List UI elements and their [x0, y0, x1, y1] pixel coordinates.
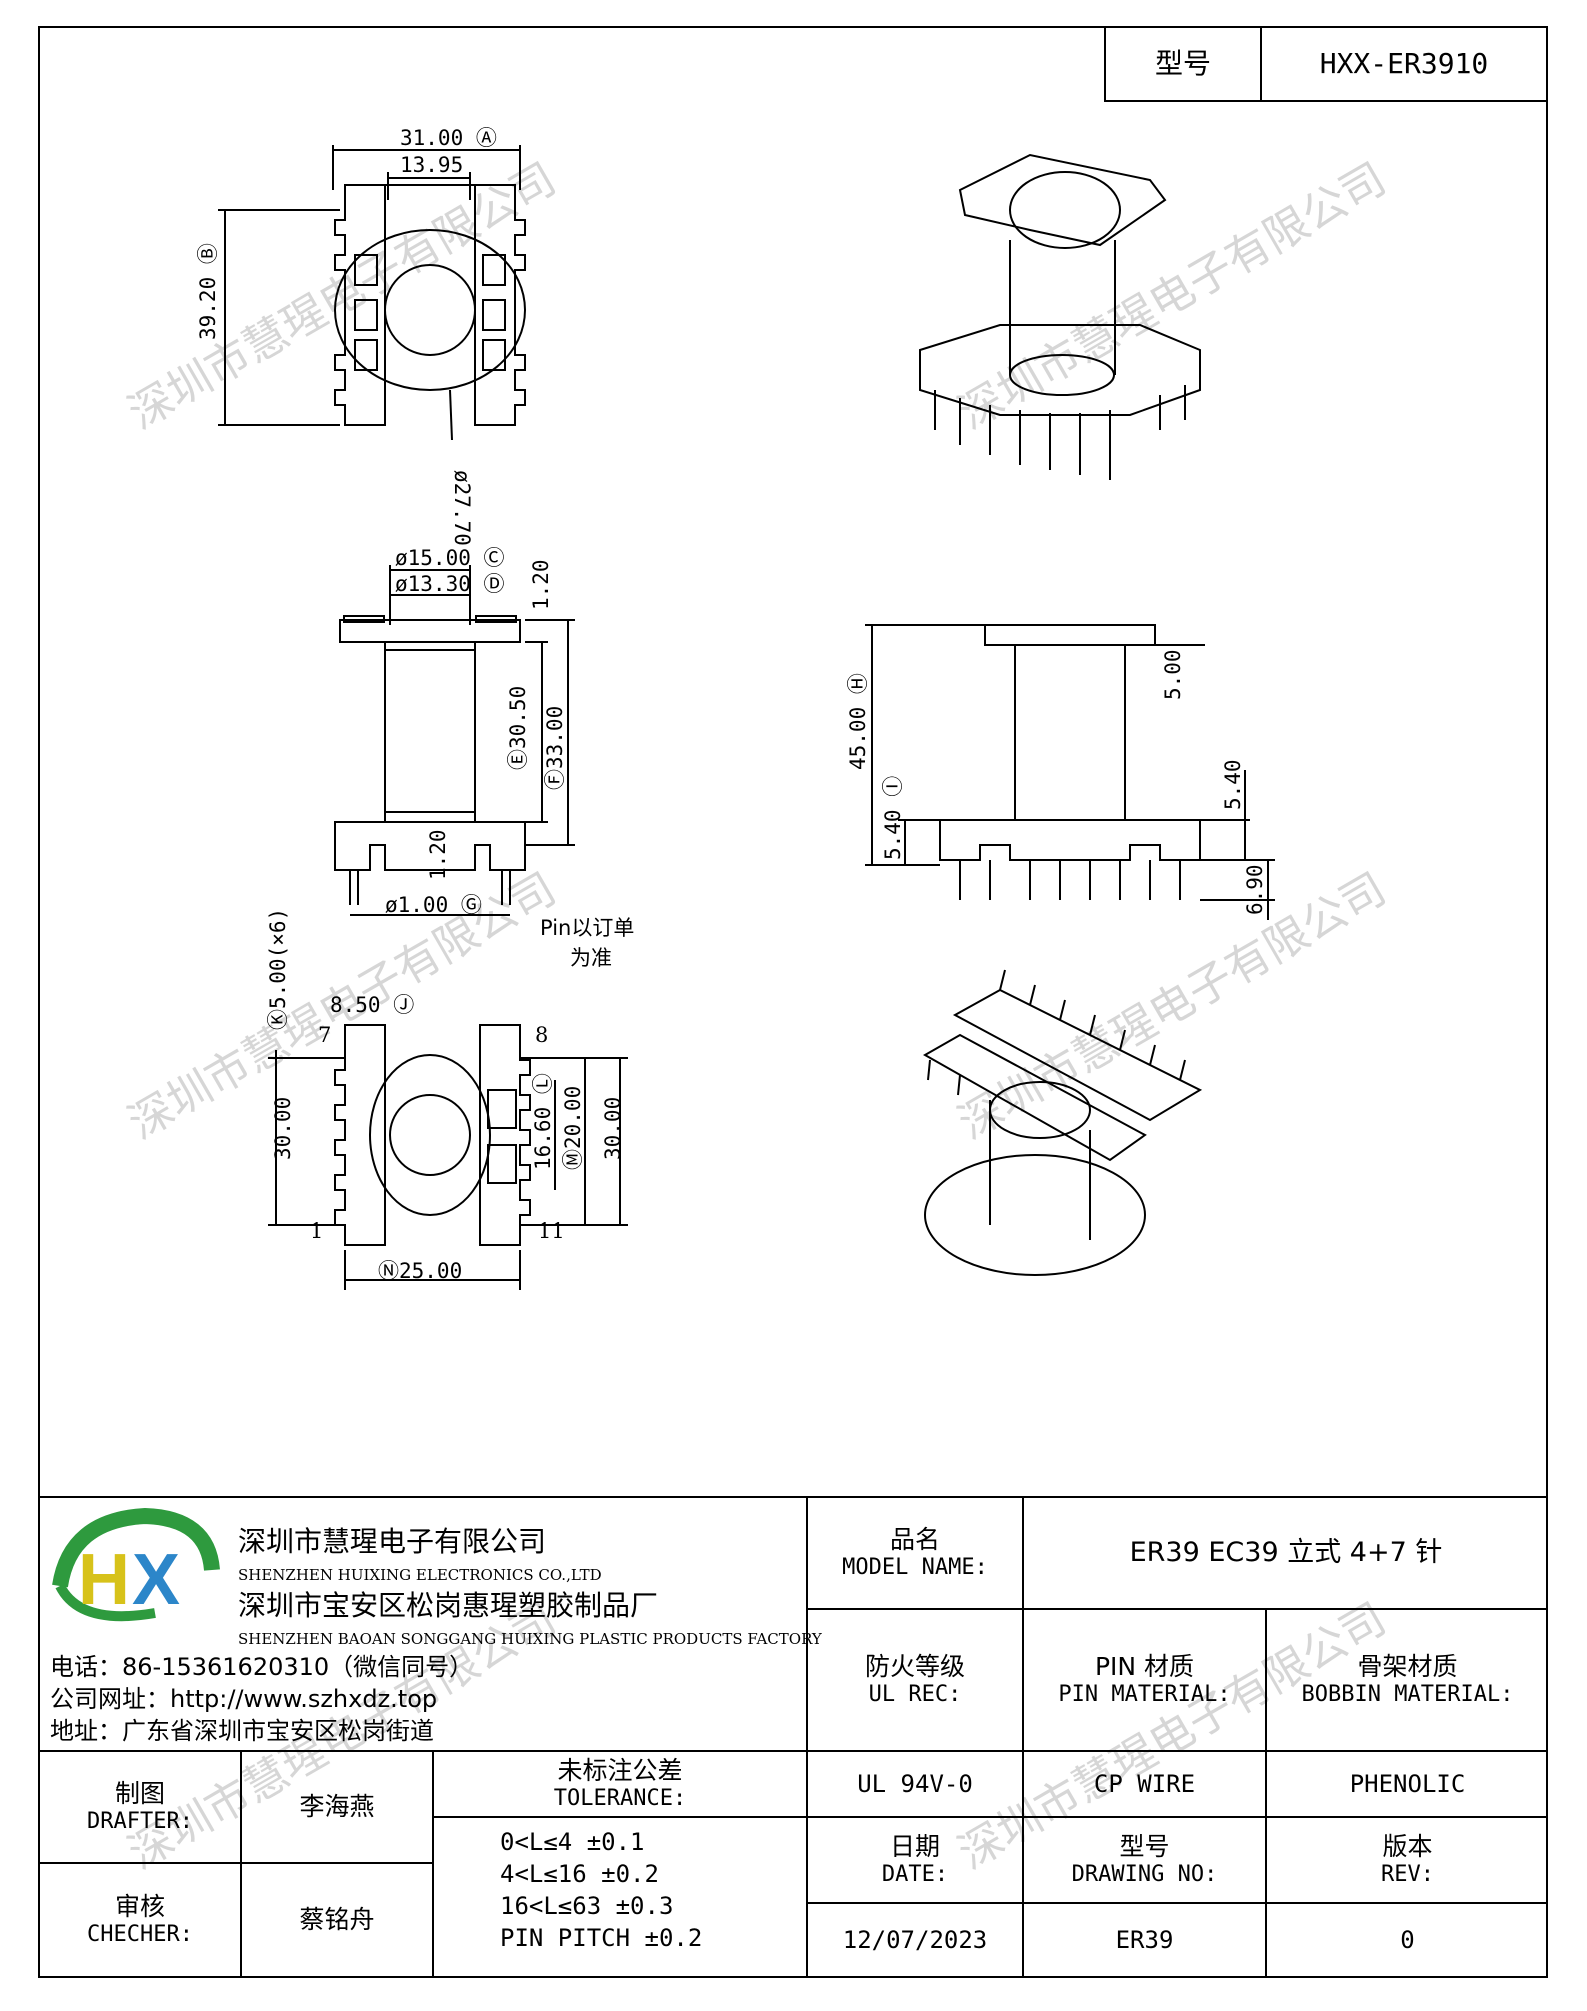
watermark-text: 深圳市慧瑆电子有限公司	[120, 153, 565, 439]
model-name-cn: 品名	[889, 1524, 940, 1554]
drafter-cn: 制图	[114, 1778, 165, 1808]
header-line	[1104, 26, 1548, 28]
iso-view-top	[919, 153, 1201, 480]
tolerance-cn: 未标注公差	[557, 1755, 683, 1785]
dim-bottom-left: 30.00	[271, 1097, 295, 1160]
side-view	[334, 565, 575, 916]
tolerance-line: PIN PITCH ±0.2	[500, 1924, 703, 1952]
tolerance-line: 0<L≤4 ±0.1	[500, 1828, 645, 1856]
bottom-view	[268, 1024, 628, 1290]
dim-front-top: 5.00	[1161, 649, 1185, 700]
bobbin-material-value: PHENOLIC	[1349, 1769, 1466, 1798]
model-name-value: ER39 EC39 立式 4+7 针	[1129, 1536, 1443, 1568]
drawing-no-label: 型号 DRAWING NO:	[1024, 1818, 1265, 1902]
date-value: 12/07/2023	[842, 1925, 988, 1954]
company-website: 公司网址：http://www.szhxdz.top	[50, 1685, 438, 1713]
drawing-frame	[38, 26, 1548, 1978]
drafter-en: DRAFTER:	[87, 1808, 193, 1834]
drawing-no-en: DRAWING NO:	[1071, 1861, 1218, 1887]
checker-name: 蔡铭舟	[299, 1905, 375, 1934]
dim-side-d1: ø15.00 Ⓒ	[395, 546, 505, 570]
side-note: 为准	[570, 946, 612, 970]
drawing-no-value: ER39	[1115, 1925, 1174, 1954]
date-label: 日期 DATE:	[808, 1818, 1022, 1902]
company-name-cn: 深圳市慧瑆电子有限公司	[238, 1525, 547, 1558]
svg-text:X: X	[132, 1540, 180, 1620]
factory-name-en: SHENZHEN BAOAN SONGGANG HUIXING PLASTIC …	[238, 1630, 822, 1648]
company-name-en: SHENZHEN HUIXING ELECTRONICS CO.,LTD	[238, 1566, 602, 1584]
bobbin-material-cn: 骨架材质	[1357, 1651, 1458, 1681]
checker-label: 审核 CHECHER:	[40, 1864, 240, 1976]
header-model-label: 型号	[1154, 47, 1211, 81]
pin-label: 8	[535, 1023, 548, 1047]
dim-top-inner: 13.95	[400, 153, 463, 177]
drafter-label: 制图 DRAFTER:	[40, 1752, 240, 1862]
dim-side-top: 1.20	[529, 559, 553, 610]
date-en: DATE:	[881, 1861, 949, 1887]
rev-cn: 版本	[1382, 1831, 1433, 1861]
ul-rec-value: UL 94V-0	[857, 1769, 973, 1798]
header-line	[1260, 26, 1262, 102]
dim-side-pin: ø1.00 Ⓖ	[385, 893, 482, 917]
pin-material-cn: PIN 材质	[1094, 1651, 1195, 1681]
iso-view-bottom	[922, 969, 1203, 1276]
date-cn: 日期	[889, 1831, 940, 1861]
factory-name-cn: 深圳市宝安区松岗惠瑆塑胶制品厂	[238, 1589, 659, 1622]
dim-front-base: 5.40 Ⓘ	[881, 776, 905, 860]
company-address: 地址：广东省深圳市宝安区松岗街道	[50, 1717, 434, 1745]
tolerance-en: TOLERANCE:	[553, 1785, 687, 1811]
dim-front-pin: 6.90	[1243, 864, 1267, 915]
pin-label: 11	[538, 1219, 565, 1243]
header-line	[1104, 26, 1106, 102]
checker-cn: 审核	[114, 1891, 165, 1921]
tolerance-line: 16<L≤63 ±0.3	[500, 1892, 674, 1920]
svg-text:H: H	[78, 1540, 130, 1620]
model-name-en: MODEL NAME:	[842, 1554, 988, 1580]
rev-en: REV:	[1381, 1861, 1434, 1887]
dim-front-total: 45.00 Ⓗ	[846, 673, 870, 770]
rev-label: 版本 REV:	[1267, 1818, 1548, 1902]
pin-material-en: PIN MATERIAL:	[1058, 1681, 1231, 1707]
header-line	[1104, 100, 1548, 102]
drawing-no-cn: 型号	[1119, 1831, 1170, 1861]
dim-bottom-core: Ⓜ20.00	[561, 1086, 585, 1170]
tolerance-line: 4<L≤16 ±0.2	[500, 1860, 659, 1888]
drafter-name: 李海燕	[299, 1792, 375, 1821]
pin-label: 7	[318, 1023, 331, 1047]
header-model-value: HXX-ER3910	[1319, 47, 1489, 81]
dim-side-h1: Ⓔ30.50	[506, 686, 530, 770]
company-logo: H X	[52, 1508, 220, 1622]
front-view	[865, 624, 1275, 920]
dim-side-bot: 1.20	[426, 829, 450, 880]
bobbin-material-label: 骨架材质 BOBBIN MATERIAL:	[1267, 1610, 1548, 1750]
dim-top-dia: ø27.70	[450, 470, 474, 546]
dim-bottom-width: Ⓝ25.00	[378, 1259, 462, 1283]
ul-rec-label: 防火等级 UL REC:	[808, 1610, 1022, 1750]
dim-bottom-right: 30.00	[601, 1097, 625, 1160]
tolerance-label: 未标注公差 TOLERANCE:	[434, 1752, 806, 1816]
model-name-label: 品名 MODEL NAME:	[808, 1498, 1022, 1608]
pin-material-value: CP WIRE	[1093, 1769, 1196, 1798]
ul-rec-en: UL REC:	[868, 1681, 962, 1707]
dim-side-h2: Ⓕ33.00	[543, 706, 567, 790]
checker-en: CHECHER:	[87, 1921, 193, 1947]
company-phone: 电话：86-15361620310（微信同号）	[50, 1653, 474, 1681]
watermark-text: 深圳市慧瑆电子有限公司	[950, 153, 1395, 439]
dim-front-flange: 5.40	[1221, 759, 1245, 810]
dim-bottom-pitch: Ⓚ5.00(×6)	[266, 908, 290, 1030]
bobbin-material-en: BOBBIN MATERIAL:	[1301, 1681, 1514, 1707]
pin-material-label: PIN 材质 PIN MATERIAL:	[1024, 1610, 1265, 1750]
side-note: Pin以订单	[540, 916, 634, 940]
dim-bottom-slot: 16.60 Ⓛ	[531, 1073, 555, 1170]
pin-label: 1	[310, 1219, 323, 1243]
dim-bottom-w: 8.50 Ⓙ	[330, 993, 414, 1017]
dim-side-d2: ø13.30 Ⓓ	[395, 572, 505, 596]
dim-top-height: 39.20 Ⓑ	[196, 243, 220, 340]
top-view	[218, 145, 526, 441]
rev-value: 0	[1400, 1925, 1415, 1954]
dim-top-width: 31.00 Ⓐ	[400, 126, 497, 150]
ul-rec-cn: 防火等级	[864, 1651, 965, 1681]
